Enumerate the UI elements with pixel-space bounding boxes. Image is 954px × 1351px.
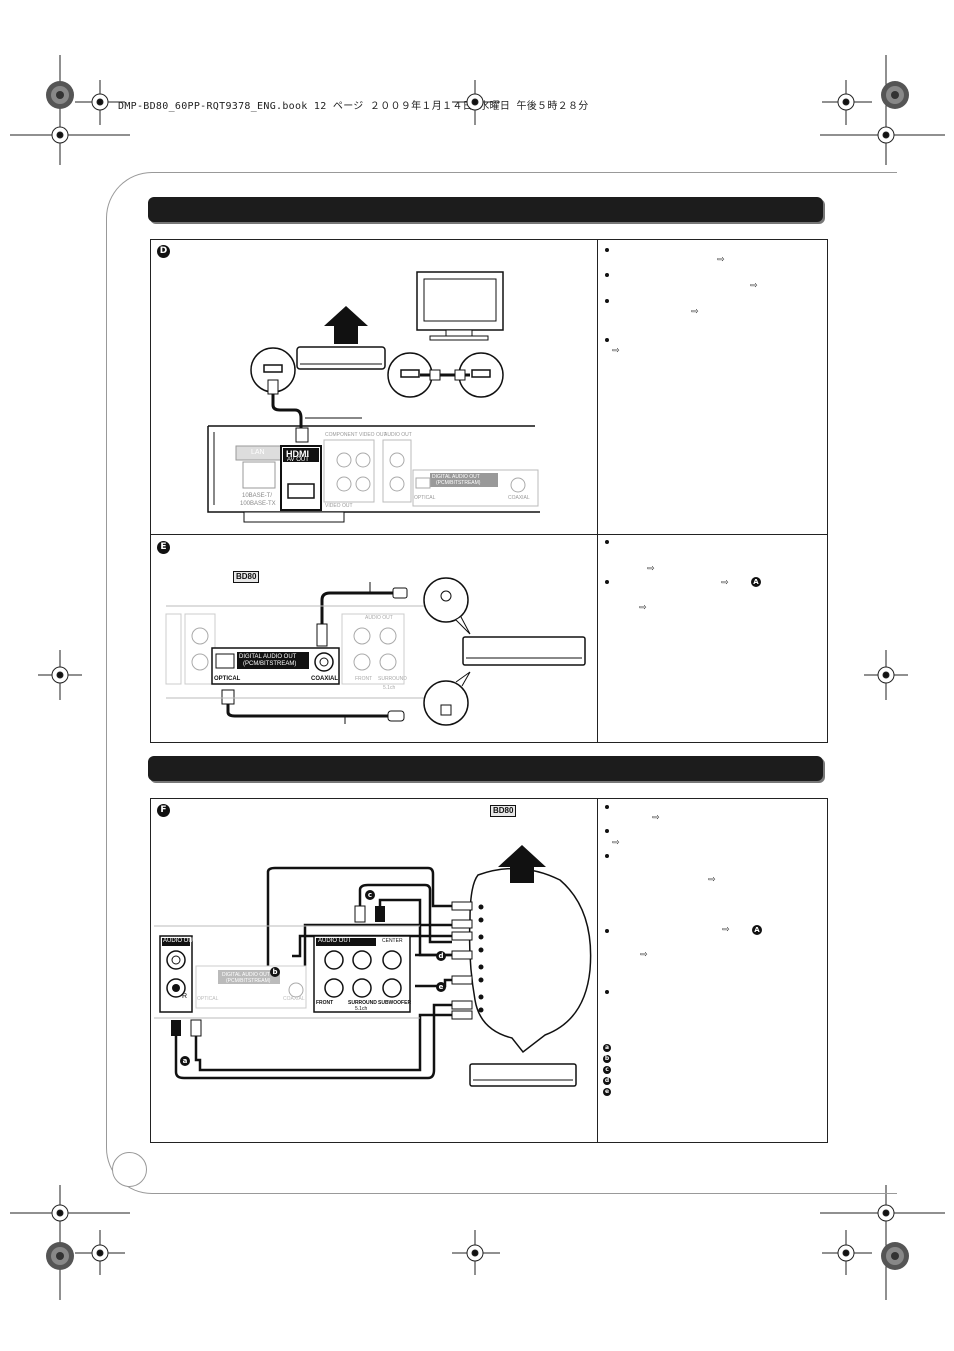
bullet <box>605 854 609 858</box>
ref-arrow-icon: ⇨ <box>708 875 716 885</box>
up-arrow-icon <box>324 306 368 344</box>
audio-out-label-f2: AUDIO OUT <box>318 938 352 944</box>
coaxial-label-e: COAXIAL <box>311 676 338 682</box>
cable-b-badge: b <box>270 967 280 977</box>
page-number-circle <box>112 1152 147 1187</box>
front-label-e: FRONT <box>355 676 373 682</box>
bullet <box>605 929 609 933</box>
amplifier-box-f <box>469 1063 577 1087</box>
ref-arrow-icon: ⇨ <box>647 564 655 574</box>
column-divider <box>597 240 598 742</box>
model-tag-f: BD80 <box>490 805 517 817</box>
legend-d-badge: d <box>603 1077 611 1085</box>
audio-out-label-d: AUDIO OUT <box>384 432 412 438</box>
up-arrow-icon <box>498 845 546 883</box>
subwoofer-label-f: SUBWOOFER <box>378 1000 412 1006</box>
ref-arrow-icon: ⇨ <box>612 838 620 848</box>
pcm-bitstream-label-f: (PCM/BITSTREAM) <box>226 978 271 984</box>
bullet <box>605 299 609 303</box>
amp-input-bubble <box>468 867 592 1054</box>
lan-spec-1: 10BASE-T/ <box>242 493 273 499</box>
ref-arrow-icon: ⇨ <box>652 813 660 823</box>
bullet <box>605 338 609 342</box>
ch51-label-f: 5.1ch <box>355 1006 368 1012</box>
av-out-label: AV OUT <box>287 457 309 463</box>
surround-label-f: SURROUND <box>348 1000 377 1006</box>
optical-label-d: OPTICAL <box>414 495 436 501</box>
ref-arrow-icon: ⇨ <box>691 307 699 317</box>
lan-spec-2: 100BASE-TX <box>240 501 276 507</box>
bullet <box>605 990 609 994</box>
ref-arrow-icon: ⇨ <box>750 281 758 291</box>
ref-arrow-icon: ⇨ <box>721 578 729 588</box>
lan-label: LAN <box>251 449 265 456</box>
bullet <box>605 580 609 584</box>
bullet <box>605 829 609 833</box>
digital-audio-out-label-d: DIGITAL AUDIO OUT <box>432 474 480 480</box>
legend-e-badge: e <box>603 1088 611 1096</box>
hdmi-port <box>287 483 315 499</box>
optical-callout <box>423 680 469 726</box>
center-label: CENTER <box>382 938 403 944</box>
section-banner-bottom <box>148 756 823 781</box>
ref-arrow-icon: ⇨ <box>722 925 730 935</box>
digital-audio-out-label-f: DIGITAL AUDIO OUT <box>222 972 270 978</box>
video-out-label: VIDEO OUT <box>325 503 353 509</box>
bullet <box>605 805 609 809</box>
optical-label-e: OPTICAL <box>214 676 241 682</box>
file-header-line: DMP-BD80_60PP-RQT9378_ENG.book 12 ページ ２０… <box>118 101 589 112</box>
video-out-top-label: VIDEO OUT <box>359 432 387 438</box>
ref-arrow-icon: ⇨ <box>640 950 648 960</box>
section-banner-top <box>148 197 823 222</box>
legend-c-badge: c <box>603 1066 611 1074</box>
2ch-audio-out-panel <box>159 935 193 1013</box>
circle-a-badge: A <box>751 577 761 587</box>
ref-arrow-icon: ⇨ <box>717 255 725 265</box>
5-1ch-panel <box>313 935 411 1013</box>
optical-label-f: OPTICAL <box>197 996 219 1002</box>
surround-label-e: SURROUND <box>378 676 407 682</box>
model-tag-e: BD80 <box>233 571 260 583</box>
pcm-bitstream-label-e: (PCM/BITSTREAM) <box>243 661 297 667</box>
legend-b-badge: b <box>603 1055 611 1063</box>
pcm-bitstream-label-d: (PCM/BITSTREAM) <box>436 480 481 486</box>
section-e-badge: E <box>157 541 170 554</box>
r-label-f: R <box>182 993 188 1000</box>
cable-a-badge: a <box>180 1056 190 1066</box>
column-divider <box>597 799 598 1142</box>
section-f-badge: F <box>157 804 170 817</box>
ref-arrow-icon: ⇨ <box>612 346 620 356</box>
ch51-label-e: 5.1ch <box>383 685 396 691</box>
component-label: COMPONENT <box>325 432 358 438</box>
page-frame <box>106 172 897 1194</box>
bullet <box>605 540 609 544</box>
section-d-badge: D <box>157 245 170 258</box>
audio-out-label-f: AUDIO OUT <box>163 938 197 944</box>
front-label-f: FRONT <box>316 1000 334 1006</box>
circle-a-badge: A <box>752 925 762 935</box>
digital-audio-out-label-e: DIGITAL AUDIO OUT <box>239 654 297 660</box>
ref-arrow-icon: ⇨ <box>639 603 647 613</box>
coaxial-label-f: COAXIAL <box>283 996 305 1002</box>
cable-e-badge: e <box>436 982 446 992</box>
audio-out-label-e: AUDIO OUT <box>365 615 393 621</box>
cable-c-badge: c <box>365 890 375 900</box>
bullet <box>605 273 609 277</box>
legend-a-badge: a <box>603 1044 611 1052</box>
component-panel <box>323 439 375 503</box>
hdmi-label: HDMI <box>286 449 309 459</box>
cable-d-badge: d <box>436 951 446 961</box>
lan-port <box>242 461 276 489</box>
bullet <box>605 248 609 252</box>
row-divider <box>151 534 827 535</box>
coaxial-label-d: COAXIAL <box>508 495 530 501</box>
